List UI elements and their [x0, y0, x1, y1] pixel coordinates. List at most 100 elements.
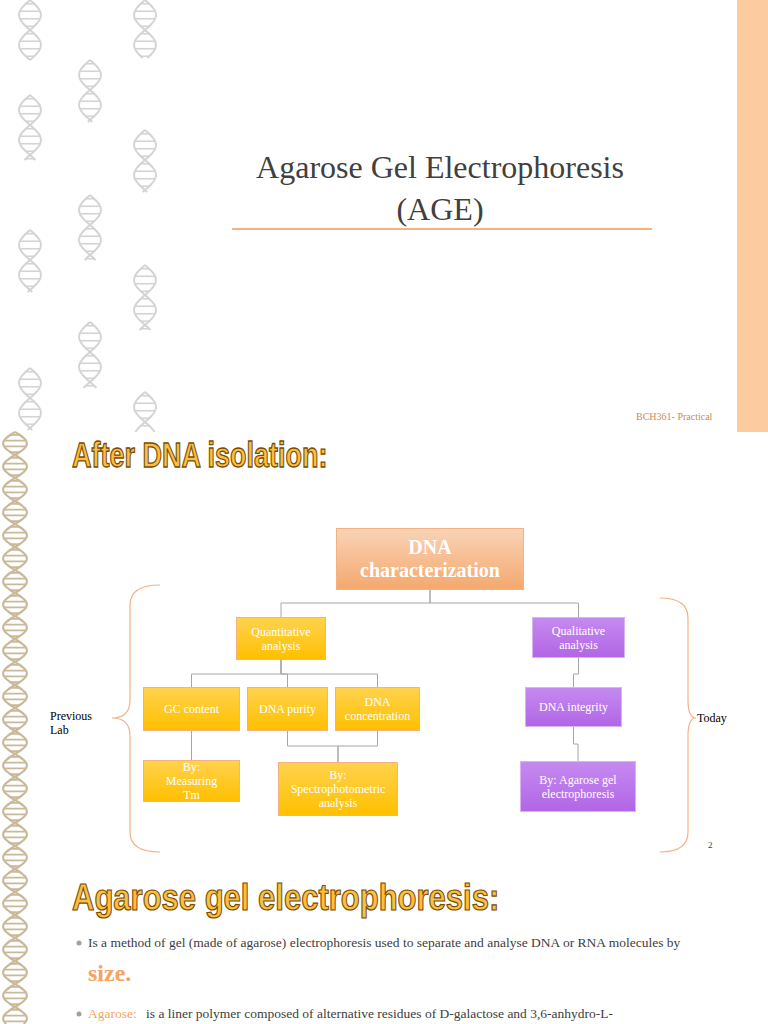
helix-rung: [4, 969, 26, 971]
bracket-label: Previous Lab: [50, 709, 108, 737]
helix-rung: [4, 997, 26, 999]
helix-rung: [86, 220, 94, 222]
section-heading: After DNA isolation:: [72, 436, 412, 476]
helix-rung: [10, 658, 19, 660]
helix-rung: [10, 710, 19, 712]
helix-rung: [20, 240, 40, 242]
helix-rung: [86, 325, 94, 327]
helix-rung: [10, 779, 19, 781]
helix-rung: [4, 514, 26, 516]
emphasis-word: size.: [88, 960, 188, 987]
helix-rung: [141, 185, 149, 187]
helix-rung: [10, 773, 19, 775]
helix-rung: [26, 25, 34, 27]
helix-rung: [20, 278, 40, 280]
helix-rung: [4, 808, 26, 810]
helix-rung: [20, 416, 40, 418]
helix-rung: [10, 549, 19, 551]
helix-rung: [86, 115, 94, 117]
helix-rung: [4, 813, 26, 815]
helix-rung: [141, 290, 149, 292]
helix-rung: [26, 263, 34, 265]
helix-rung: [26, 120, 34, 122]
helix-strand: [134, 265, 156, 330]
helix-rung: [10, 595, 19, 597]
helix-rung: [10, 727, 19, 729]
helix-rung: [4, 491, 26, 493]
helix-strand: [79, 322, 101, 388]
helix-rung: [10, 566, 19, 568]
helix-rung: [135, 313, 155, 315]
box-text: Qualitative analysis: [537, 624, 620, 652]
helix-rung: [20, 10, 40, 12]
helix-rung: [4, 831, 26, 833]
helix-rung: [10, 612, 19, 614]
helix-rung: [135, 275, 155, 277]
helix-rung: [141, 3, 149, 5]
helix-rung: [20, 386, 40, 388]
helix-rung: [80, 370, 100, 372]
helix-rung: [141, 163, 149, 165]
category-box: Quantitative analysis: [236, 617, 326, 660]
helix-rung: [10, 865, 19, 867]
helix-rung: [135, 283, 155, 285]
helix-rung: [10, 520, 19, 522]
box-text: DNA concentration: [340, 695, 415, 723]
helix-rung: [26, 393, 34, 395]
helix-rung: [141, 320, 149, 322]
helix-rung: [4, 698, 26, 700]
helix-rung: [4, 1015, 26, 1017]
helix-rung: [10, 957, 19, 959]
helix-rung: [4, 951, 26, 953]
helix-rung: [26, 33, 34, 35]
tree-connector: [574, 727, 579, 761]
helix-rung: [80, 213, 100, 215]
helix-rung: [26, 423, 34, 425]
helix-rung: [10, 641, 19, 643]
helix-strand: [79, 195, 101, 260]
helix-rung: [20, 248, 40, 250]
helix-rung: [10, 526, 19, 528]
tree-connector: [574, 658, 579, 687]
helix-rung: [135, 305, 155, 307]
helix-strand: [79, 322, 101, 388]
helix-rung: [135, 410, 155, 412]
helix-rung: [26, 158, 34, 160]
helix-rung: [10, 572, 19, 574]
helix-rung: [86, 85, 94, 87]
helix-rung: [10, 480, 19, 482]
helix-rung: [80, 235, 100, 237]
helix-rung: [10, 894, 19, 896]
helix-strand: [19, 230, 41, 292]
box-text: DNA characterization: [343, 536, 517, 582]
helix-rung: [20, 135, 40, 137]
helix-rung: [141, 268, 149, 270]
helix-strand: [134, 0, 156, 58]
helix-rung: [10, 664, 19, 666]
helix-rung: [141, 33, 149, 35]
helix-rung: [86, 198, 94, 200]
helix-rung: [141, 395, 149, 397]
helix-rung: [10, 457, 19, 459]
helix-rung: [10, 871, 19, 873]
helix-rung: [80, 108, 100, 110]
helix-rung: [4, 555, 26, 557]
helix-rung: [10, 543, 19, 545]
helix-rung: [10, 451, 19, 453]
method-box: By: Spectrophotometric analysis: [278, 762, 398, 816]
helix-rung: [26, 128, 34, 130]
helix-rung: [10, 934, 19, 936]
helix-rung: [10, 848, 19, 850]
helix-rung: [10, 681, 19, 683]
helix-strand: [79, 60, 101, 122]
helix-rung: [141, 25, 149, 27]
dna-helix: [134, 265, 156, 330]
helix-rung: [10, 842, 19, 844]
helix-rung: [10, 474, 19, 476]
term-word: Agarose:: [88, 1006, 148, 1022]
helix-strand: [3, 432, 27, 1024]
helix-rung: [4, 652, 26, 654]
helix-strand: [19, 95, 41, 160]
helix-rung: [4, 992, 26, 994]
helix-rung: [4, 440, 26, 442]
